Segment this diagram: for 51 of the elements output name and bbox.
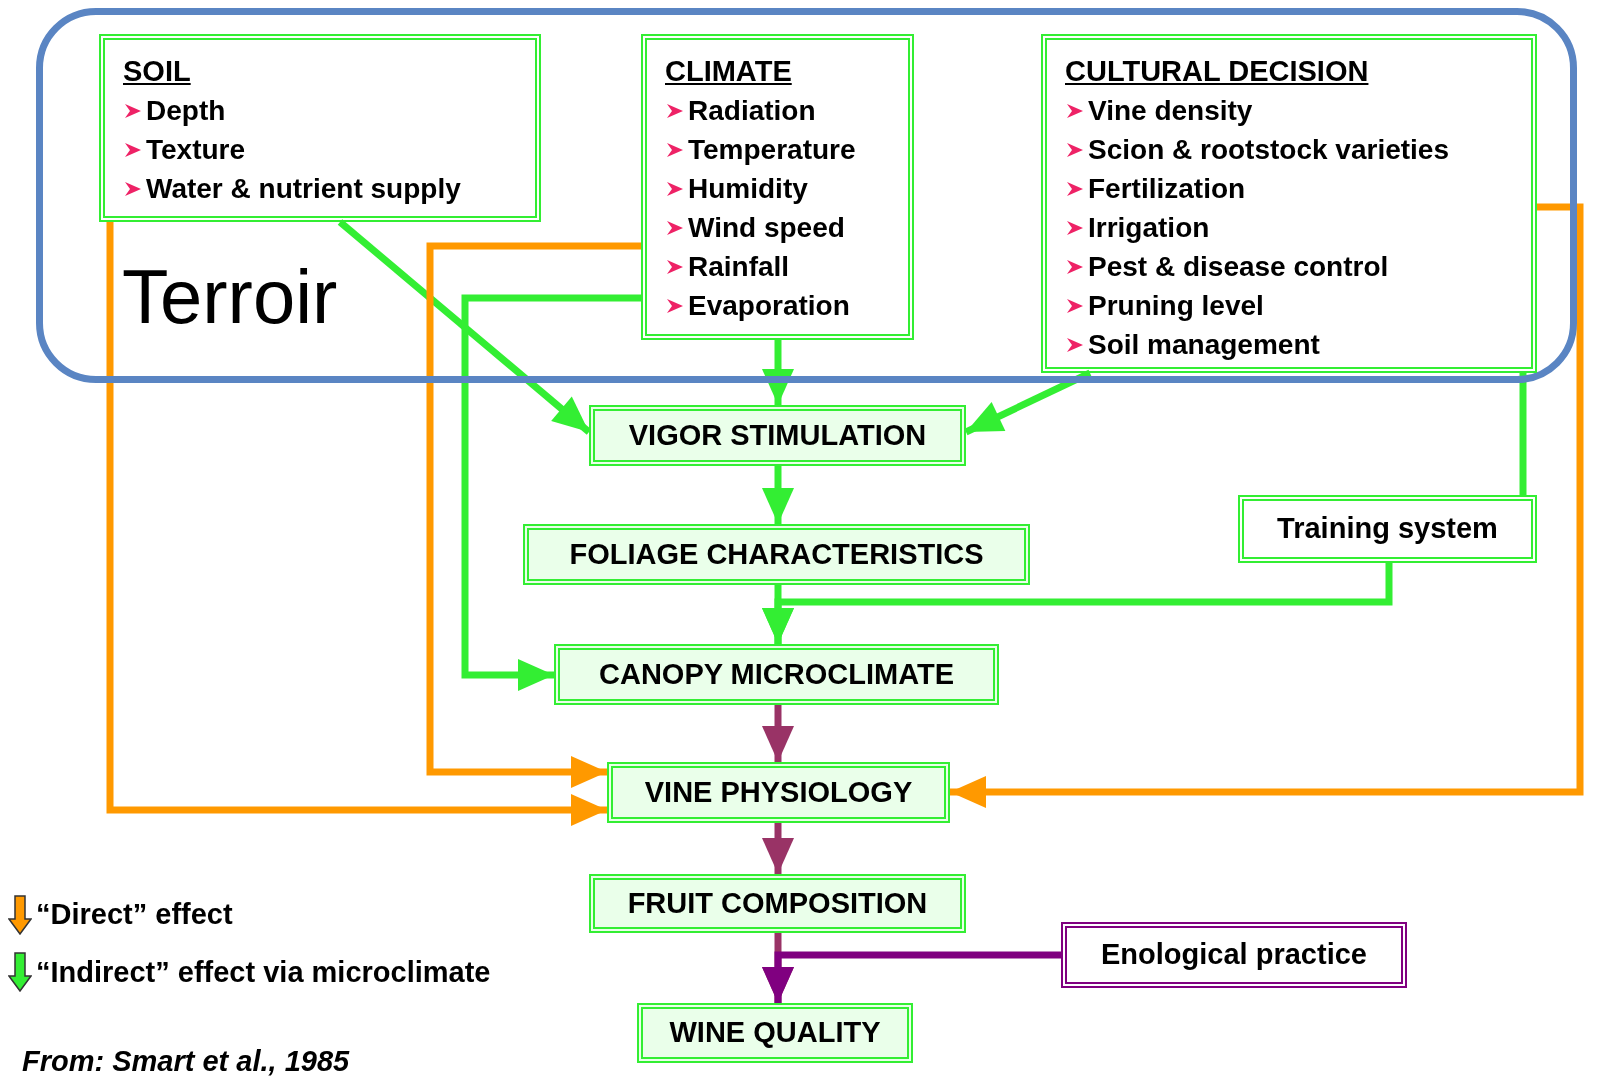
legend-label: “Indirect” effect via microclimate [36, 954, 491, 990]
box-heading: CLIMATE [665, 54, 793, 89]
list-item: Scion & rootstock varieties [1088, 133, 1449, 167]
list-item: Radiation [688, 94, 816, 128]
legend-label: “Direct” effect [36, 897, 233, 932]
process-box [607, 762, 950, 823]
list-item: Water & nutrient supply [146, 172, 461, 206]
list-item: Texture [146, 133, 246, 167]
arrow [762, 705, 794, 762]
list-item: Evaporation [688, 289, 850, 323]
arrow [762, 466, 794, 524]
factor-box [99, 34, 541, 222]
connector-line [1519, 373, 1527, 495]
list-item: Depth [146, 94, 226, 128]
list-item: Pest & disease control [1088, 250, 1389, 284]
list-item: Vine density [1088, 94, 1253, 128]
box-label: WINE QUALITY [669, 1015, 881, 1051]
process-box [589, 405, 966, 466]
terroir-title: Terroir [122, 259, 338, 335]
list-item: Pruning level [1088, 289, 1264, 323]
box-label: FRUIT COMPOSITION [627, 885, 928, 921]
source-note: From: Smart et al., 1985 [22, 1044, 350, 1079]
arrow [762, 823, 794, 874]
box-label: FOLIAGE CHARACTERISTICS [569, 536, 984, 572]
process-box [554, 644, 999, 705]
box-label: CANOPY MICROCLIMATE [599, 656, 954, 692]
list-item: Wind speed [688, 211, 845, 245]
box-label: VIGOR STIMULATION [628, 417, 927, 453]
practice-box [1061, 922, 1407, 988]
terroir-outline [36, 8, 1577, 383]
decision-box [1238, 495, 1537, 563]
arrow [762, 563, 1393, 644]
factor-box [1041, 34, 1537, 373]
list-item: Fertilization [1088, 172, 1246, 206]
box-heading: CULTURAL DECISION [1065, 54, 1370, 89]
list-item: Irrigation [1088, 211, 1210, 245]
process-box [589, 874, 966, 933]
factor-box [641, 34, 914, 340]
arrow [950, 203, 1584, 808]
list-item: Temperature [688, 133, 856, 167]
process-box [637, 1003, 913, 1063]
box-label: VINE PHYSIOLOGY [644, 774, 913, 810]
box-heading: SOIL [123, 54, 192, 89]
list-item: Soil management [1088, 328, 1320, 362]
process-box [523, 524, 1030, 585]
arrow [461, 294, 641, 691]
list-item: Rainfall [688, 250, 790, 284]
box-label: Enological practice [1101, 937, 1367, 973]
arrow [762, 951, 1061, 1003]
list-item: Humidity [688, 172, 808, 206]
box-label: Training system [1277, 511, 1498, 547]
